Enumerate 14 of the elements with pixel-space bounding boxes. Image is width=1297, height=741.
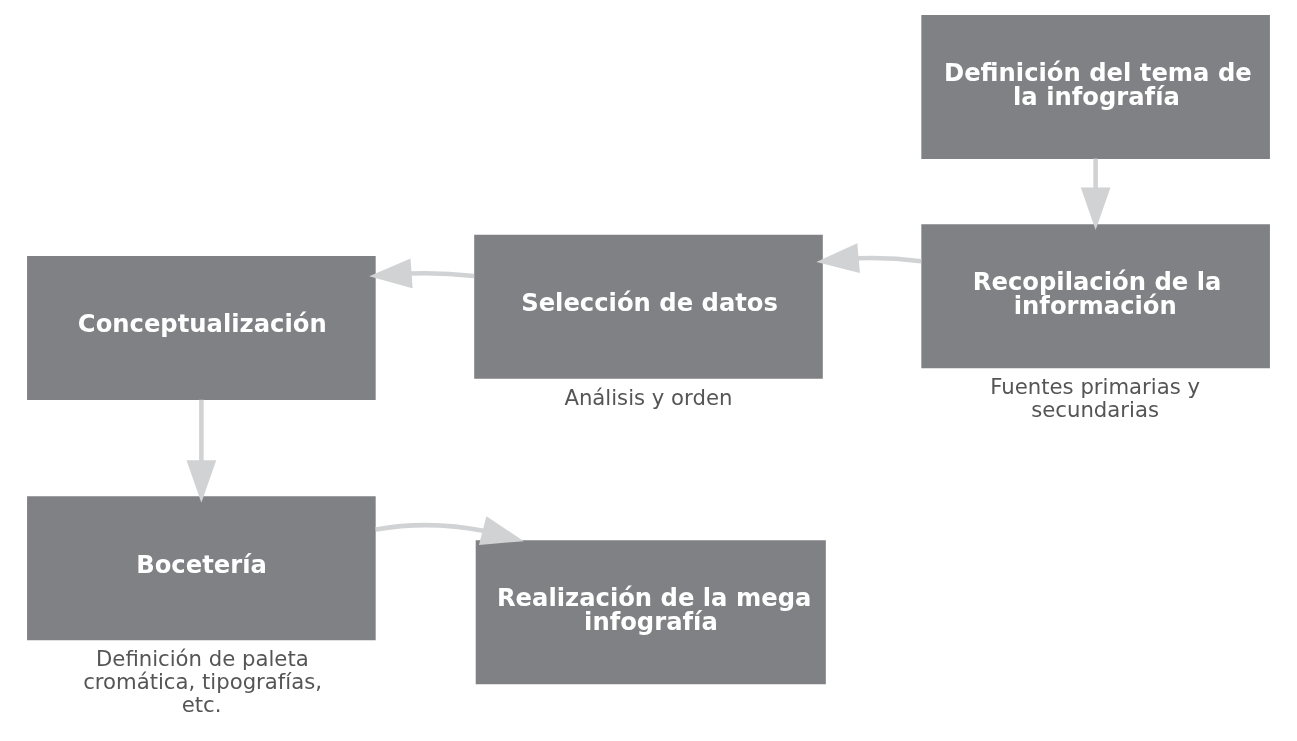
arrow bbox=[375, 516, 524, 545]
arrow bbox=[1080, 158, 1111, 231]
arrow bbox=[816, 243, 922, 273]
node-label: Definición de paleta cromática, tipografías, etc. bbox=[83, 646, 322, 717]
node-box: Realización de la mega infografía bbox=[475, 540, 826, 685]
arrow bbox=[369, 258, 475, 289]
arrow bbox=[186, 399, 217, 503]
node-label: Análisis y orden bbox=[564, 384, 733, 410]
node-box: Bocetería bbox=[27, 496, 376, 641]
node-box: Conceptualización bbox=[27, 256, 376, 401]
node-box: Selección de datos bbox=[474, 234, 823, 379]
node-box: Definición del tema de la infografía bbox=[921, 15, 1270, 160]
node-box: Recopilación de la información bbox=[921, 224, 1270, 369]
node-label: Fuentes primarias y secundarias bbox=[990, 374, 1201, 423]
